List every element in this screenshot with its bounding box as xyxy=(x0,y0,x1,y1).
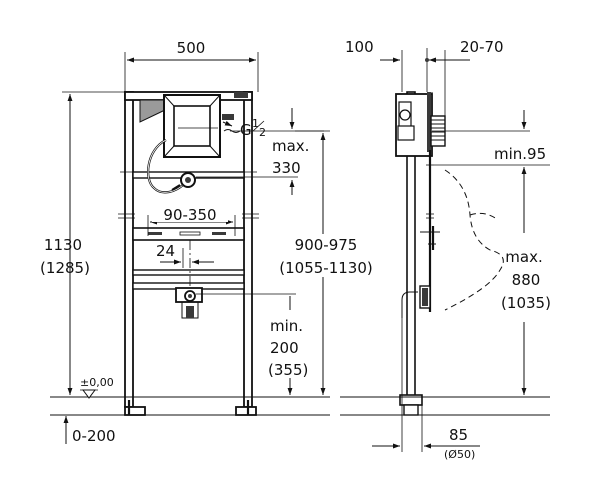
thread-den: 2 xyxy=(259,126,266,139)
side-floor-level xyxy=(340,396,550,416)
max-value: 330 xyxy=(272,159,301,177)
min-95-dimension: min.95 xyxy=(432,110,550,186)
floor-level: ±0,00 xyxy=(50,376,330,416)
install-height-label: 900-975 xyxy=(295,236,358,254)
pipe-diameter-label: (Ø50) xyxy=(444,448,475,461)
min-alt-value: (355) xyxy=(268,361,308,379)
flush-valve-box xyxy=(139,94,234,158)
width-label: 500 xyxy=(177,39,206,57)
depth-dimension: 100 20-70 xyxy=(345,38,504,120)
pipe-dimension: 85 (Ø50) xyxy=(372,318,480,461)
outlet-offset-label: 24 xyxy=(156,242,175,260)
side-max-alt-value: (1035) xyxy=(501,294,551,312)
zero-label: ±0,00 xyxy=(80,376,114,389)
front-view: 500 1130 (1285) xyxy=(40,39,373,445)
height-alt-label: (1285) xyxy=(40,259,90,277)
floor-dimension: 0-200 xyxy=(63,416,116,445)
side-min-label: min.95 xyxy=(494,145,546,163)
side-frame xyxy=(395,91,446,416)
max-330-dimension: max. 330 xyxy=(196,108,309,195)
min-label: min. xyxy=(270,317,303,335)
floor-label: 0-200 xyxy=(72,427,116,445)
adjust-label: 20-70 xyxy=(460,38,504,56)
overall-height-dimension: 1130 (1285) xyxy=(40,91,125,395)
drain-outlet xyxy=(175,287,296,319)
thread-num: 1 xyxy=(252,117,259,130)
install-height-alt-label: (1055-1130) xyxy=(279,259,372,277)
max-label: max. xyxy=(272,137,309,155)
water-connection-label: G 1 2 xyxy=(222,117,324,139)
min-200-dimension: min. 200 (355) xyxy=(268,296,308,395)
side-view: 100 20-70 xyxy=(340,38,551,461)
side-max-value: 880 xyxy=(512,271,541,289)
bracket-label: 90-350 xyxy=(163,206,216,224)
bracket-dimension: 90-350 xyxy=(147,206,236,236)
thread-label: G xyxy=(240,121,252,139)
pipe-label: 85 xyxy=(449,426,468,444)
min-value: 200 xyxy=(270,339,299,357)
depth-label: 100 xyxy=(345,38,374,56)
urinal-outline xyxy=(444,169,504,311)
install-height-dimension: 900-975 (1055-1130) xyxy=(279,130,373,395)
height-label: 1130 xyxy=(44,236,82,254)
max-880-dimension: max. 880 (1035) xyxy=(501,186,551,395)
side-max-label: max. xyxy=(505,248,542,266)
width-dimension: 500 xyxy=(124,39,259,92)
flush-hose xyxy=(147,139,196,194)
